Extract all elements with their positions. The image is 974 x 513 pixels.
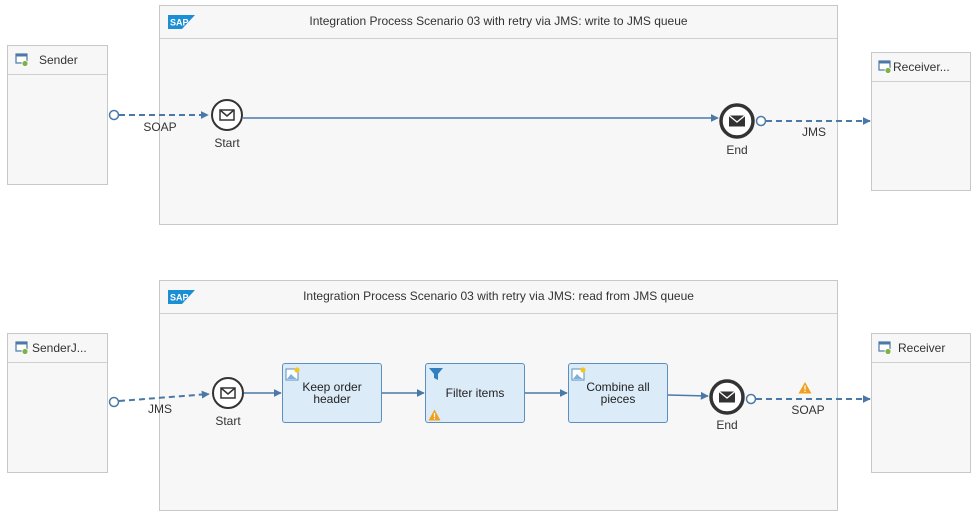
sequence-flow[interactable] [667,391,709,400]
sender-label: SenderJ... [32,341,87,355]
pool-title: Integration Process Scenario 03 with ret… [309,14,688,28]
end-label: End [716,418,737,432]
protocol-label-soap: SOAP [143,120,176,134]
warning-icon [428,409,441,421]
pool-header: SAP Integration Process Scenario 03 with… [160,281,837,314]
message-icon [219,109,235,121]
task-combine-all-pieces[interactable]: Combine all pieces [568,363,668,423]
receiver-label: Receiver... [893,60,950,74]
svg-text:SAP: SAP [170,18,189,28]
pool-title: Integration Process Scenario 03 with ret… [303,289,694,303]
sap-logo-icon: SAP [168,290,195,304]
message-flow-jms-in[interactable] [118,390,210,402]
protocol-label-jms: JMS [148,402,172,416]
task-label: Filter items [445,386,505,400]
sap-logo-icon: SAP [168,15,195,29]
message-flow-origin [745,393,757,405]
task-label: Combine all pieces [586,380,650,406]
participant-icon [15,53,29,67]
receiver-label: Receiver [898,341,946,355]
message-icon [220,387,236,399]
message-icon [728,114,746,128]
receiver-participant-header: Receiver... [872,53,970,82]
receiver-participant-header: Receiver [872,334,970,363]
participant-icon [878,60,892,74]
receiver-participant-2[interactable]: Receiver [871,333,971,473]
sender-participant-header: SenderJ... [8,334,107,363]
content-modifier-icon [571,367,586,381]
start-label: Start [215,414,241,428]
content-modifier-icon [285,367,300,381]
participant-icon [878,341,892,355]
start-label: Start [214,136,240,150]
end-event-2[interactable] [709,379,745,415]
end-label: End [726,143,747,157]
sender-participant-1[interactable]: Sender [7,45,108,185]
sender-participant-header: Sender [8,46,107,75]
task-filter-items[interactable]: Filter items [425,363,525,423]
task-label: Keep order header [302,380,362,406]
participant-icon [15,341,29,355]
end-event-1[interactable] [719,103,755,139]
message-flow-origin [108,109,120,121]
receiver-participant-1[interactable]: Receiver... [871,52,971,191]
protocol-label-jms: JMS [802,125,826,139]
message-icon [718,390,736,404]
message-flow-origin [108,396,120,408]
protocol-label-soap: SOAP [791,403,824,417]
svg-text:SAP: SAP [170,293,189,303]
sender-label: Sender [39,53,78,67]
task-keep-order-header[interactable]: Keep order header [282,363,382,423]
start-event-1[interactable] [211,99,243,131]
filter-icon [429,368,443,380]
sender-participant-2[interactable]: SenderJ... [7,333,108,473]
pool-header: SAP Integration Process Scenario 03 with… [160,6,837,39]
start-event-2[interactable] [212,377,244,409]
message-flow-origin [755,115,767,127]
warning-icon [798,382,812,394]
